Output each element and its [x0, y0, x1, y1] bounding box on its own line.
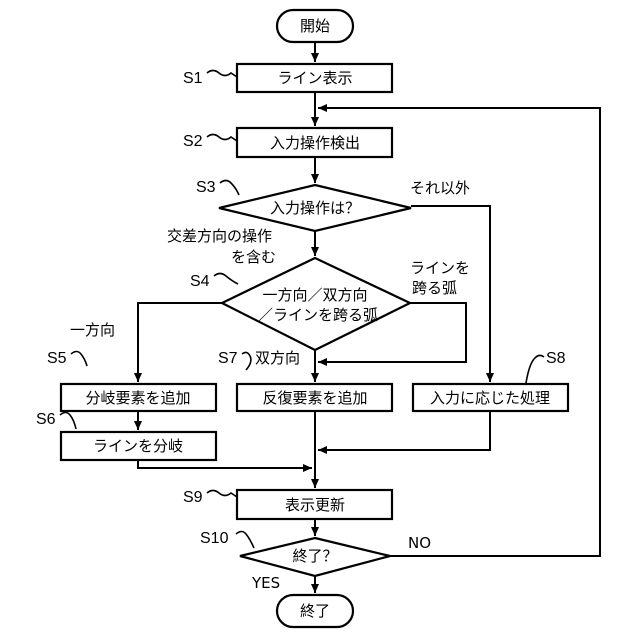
step-s7: S7	[218, 350, 238, 367]
s3-other-label: それ以外	[410, 179, 470, 197]
s9-label: 表示更新	[285, 496, 345, 514]
end-label: 終了	[300, 602, 330, 620]
s8-label: 入力に応じた処理	[430, 389, 550, 407]
s10-label: 終了？	[292, 547, 337, 565]
decision-s4: 一方向／双方向 ／ラインを跨る弧	[222, 258, 410, 350]
step-s4: S4	[190, 273, 210, 290]
s4-arc-label-1: ラインを	[410, 259, 470, 277]
s4-one-label: 一方向	[70, 321, 115, 339]
s6-label: ラインを分岐	[93, 437, 183, 455]
step-s6-leader	[60, 413, 76, 430]
start-node: 開始	[277, 10, 353, 42]
s10-no-label: NO	[408, 534, 431, 552]
process-s8: 入力に応じた処理	[413, 384, 568, 411]
s4-two-label: 双方向	[255, 349, 300, 367]
edge-s4-s5	[138, 303, 222, 382]
s3-cross-label-2: を含む	[231, 248, 276, 266]
step-s4-leader	[214, 274, 238, 285]
process-s9: 表示更新	[237, 490, 392, 519]
step-s2-leader	[207, 135, 237, 142]
decision-s10: 終了？	[240, 538, 390, 576]
step-s9-leader	[207, 491, 237, 498]
step-s5-leader	[71, 352, 87, 367]
start-label: 開始	[300, 17, 330, 35]
process-s6: ラインを分岐	[61, 432, 216, 460]
step-s8-leader	[526, 355, 544, 383]
step-s9: S9	[183, 489, 203, 506]
s3-cross-label-1: 交差方向の操作	[167, 227, 272, 245]
s3-label: 入力操作は？	[270, 199, 360, 217]
process-s2: 入力操作検出	[237, 128, 392, 157]
s2-label: 入力操作検出	[270, 134, 360, 152]
step-s1: S1	[183, 70, 203, 87]
s10-yes-label: YES	[251, 574, 280, 592]
end-node: 終了	[277, 595, 353, 627]
step-s3-leader	[220, 181, 239, 196]
step-s3: S3	[196, 179, 216, 196]
step-s5: S5	[47, 350, 67, 367]
s5-label: 分岐要素を追加	[85, 389, 190, 407]
s4-label-line1: 一方向／双方向	[262, 286, 367, 304]
s1-label: ライン表示	[277, 69, 352, 87]
decision-s3: 入力操作は？	[219, 185, 411, 231]
process-s5: 分岐要素を追加	[61, 384, 216, 411]
step-s6: S6	[36, 411, 56, 428]
process-s7: 反復要素を追加	[237, 384, 392, 411]
s4-label-line2: ／ラインを跨る弧	[258, 306, 378, 324]
step-s7-leader	[242, 352, 251, 370]
edge-s8-merge	[318, 411, 490, 450]
step-s8: S8	[546, 350, 566, 367]
step-s1-leader	[207, 71, 237, 78]
step-s10: S10	[200, 530, 229, 547]
s4-arc-label-2: 跨る弧	[412, 279, 457, 297]
process-s1: ライン表示	[237, 64, 392, 92]
step-s10-leader	[236, 532, 254, 549]
edge-s10-loop	[318, 108, 600, 556]
step-s2: S2	[183, 133, 203, 150]
edge-s6-merge	[138, 460, 312, 468]
s7-label: 反復要素を追加	[262, 389, 367, 407]
